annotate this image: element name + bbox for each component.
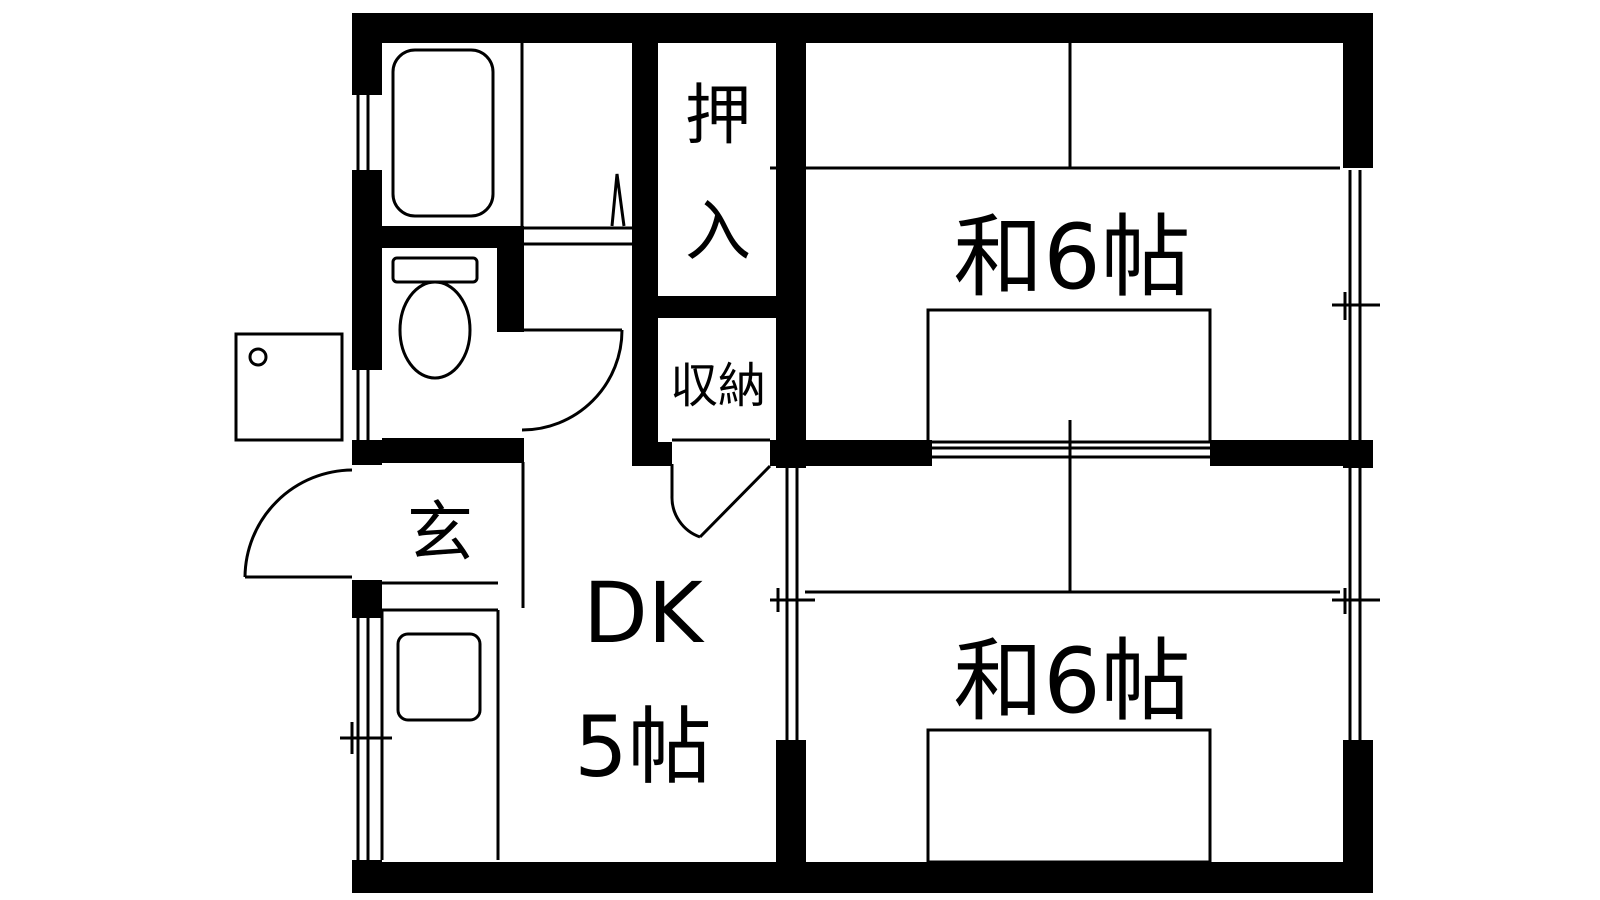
room-label-oshiire-line2: 入	[685, 193, 751, 270]
room-label-genkan: 玄	[407, 494, 473, 571]
room-label-washitsu-lower: 和6帖	[953, 629, 1190, 734]
room-label-dk-line2: 5帖	[574, 698, 711, 796]
room-label-oshiire-line1: 押	[685, 77, 751, 154]
room-labels: 和6帖 和6帖 DK 5帖 押 入 収納 玄	[407, 77, 1191, 796]
room-label-dk-line1: DK	[583, 564, 705, 662]
walls	[352, 13, 1373, 893]
room-label-washitsu-upper: 和6帖	[953, 205, 1190, 310]
room-label-shuno: 収納	[670, 358, 766, 414]
